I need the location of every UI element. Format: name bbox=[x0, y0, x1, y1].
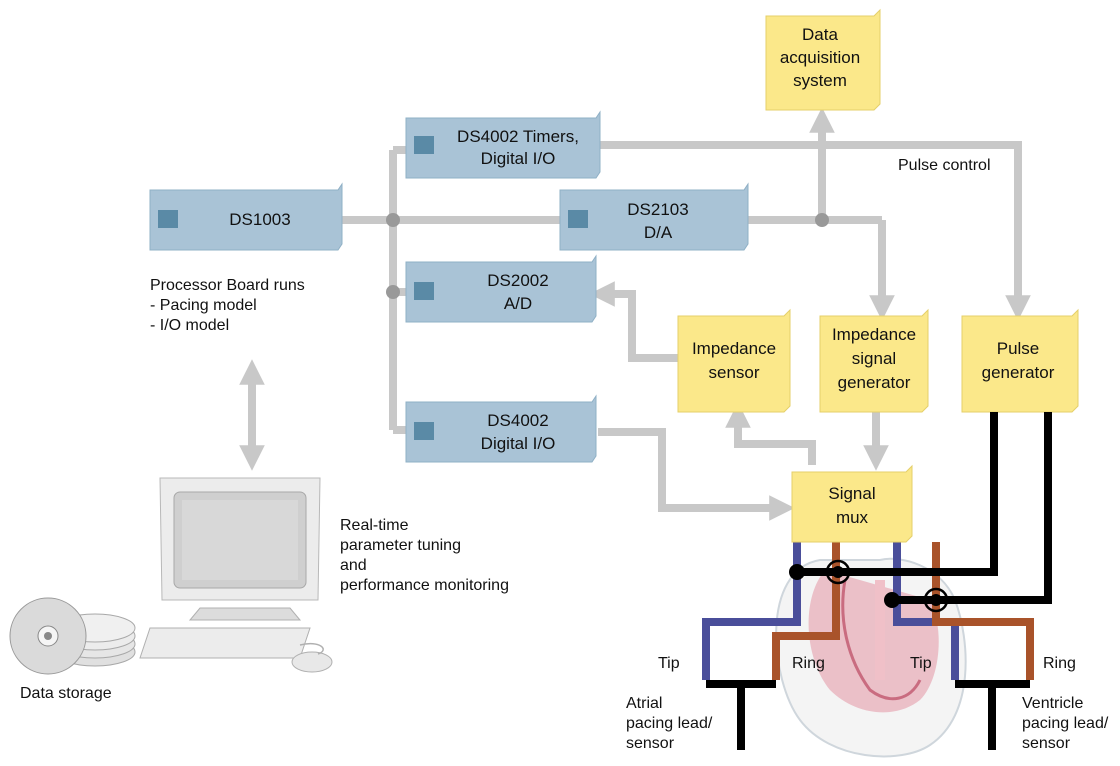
lead-crossover bbox=[923, 587, 949, 613]
keyboard-icon bbox=[139, 627, 311, 659]
board-ds4002-timers: DS4002 Timers, Digital I/O bbox=[405, 110, 601, 179]
ring-left-label: Ring bbox=[792, 655, 825, 672]
ds1003-label: DS1003 bbox=[229, 210, 290, 229]
ds2002-label-2: A/D bbox=[504, 294, 532, 313]
pulse-control-label: Pulse control bbox=[898, 157, 991, 174]
ds2103-label-2: D/A bbox=[644, 223, 673, 242]
atrial-label-3: sensor bbox=[626, 735, 675, 752]
ventricle-label-2: pacing lead/ bbox=[1022, 715, 1109, 732]
svg-text:Pulse: Pulse bbox=[997, 339, 1040, 358]
ring-right-label: Ring bbox=[1043, 655, 1076, 672]
timers-label-1: DS4002 Timers, bbox=[457, 127, 579, 146]
box-impedance-sensor: Impedance sensor bbox=[677, 308, 791, 413]
svg-text:generator: generator bbox=[838, 373, 911, 392]
mouse-icon bbox=[291, 651, 333, 673]
processor-label-3: - I/O model bbox=[150, 317, 229, 334]
realtime-label-1: Real-time bbox=[340, 517, 409, 534]
svg-text:Data: Data bbox=[802, 25, 838, 44]
box-data-acquisition: Data acquisition system bbox=[765, 8, 881, 111]
realtime-label-3: and bbox=[340, 557, 367, 574]
board-ds2103: DS2103 D/A bbox=[559, 182, 749, 251]
box-impedance-generator: Impedance signal generator bbox=[819, 308, 929, 413]
ds2002-label-1: DS2002 bbox=[487, 271, 548, 290]
svg-text:Impedance: Impedance bbox=[832, 325, 916, 344]
realtime-label-2: parameter tuning bbox=[340, 537, 461, 554]
signal-lines bbox=[239, 107, 1031, 521]
svg-text:mux: mux bbox=[836, 508, 869, 527]
ventricle-label-3: sensor bbox=[1022, 735, 1071, 752]
svg-text:signal: signal bbox=[852, 349, 896, 368]
bus-junction bbox=[815, 213, 829, 227]
processor-label-2: - Pacing model bbox=[150, 297, 257, 314]
svg-text:acquisition: acquisition bbox=[780, 48, 860, 67]
svg-text:system: system bbox=[793, 71, 847, 90]
svg-text:Impedance: Impedance bbox=[692, 339, 776, 358]
bus-junction bbox=[386, 285, 400, 299]
bus-junction bbox=[386, 213, 400, 227]
tip-right-label: Tip bbox=[910, 655, 932, 672]
processor-label-1: Processor Board runs bbox=[150, 277, 305, 294]
heart-illustration bbox=[775, 557, 967, 758]
box-signal-mux: Signal mux bbox=[791, 464, 913, 543]
svg-text:sensor: sensor bbox=[708, 363, 759, 382]
timers-label-2: Digital I/O bbox=[481, 149, 556, 168]
ds4002-dio-label-2: Digital I/O bbox=[481, 434, 556, 453]
box-pulse-generator: Pulse generator bbox=[961, 308, 1079, 413]
lead-wires bbox=[702, 412, 1052, 750]
board-ds1003: DS1003 bbox=[149, 182, 343, 251]
svg-text:Signal: Signal bbox=[828, 484, 875, 503]
data-storage-label: Data storage bbox=[20, 685, 112, 702]
board-ds2002: DS2002 A/D bbox=[405, 254, 597, 323]
ds4002-dio-label-1: DS4002 bbox=[487, 411, 548, 430]
board-ds4002-dio: DS4002 Digital I/O bbox=[405, 394, 597, 463]
cd-stack-icon bbox=[9, 597, 136, 675]
ds2103-label-1: DS2103 bbox=[627, 200, 688, 219]
atrial-label-2: pacing lead/ bbox=[626, 715, 713, 732]
svg-text:generator: generator bbox=[982, 363, 1055, 382]
tip-left-label: Tip bbox=[658, 655, 680, 672]
ventricle-label-1: Ventricle bbox=[1022, 695, 1083, 712]
lead-junction bbox=[884, 592, 900, 608]
realtime-label-4: performance monitoring bbox=[340, 577, 509, 594]
lead-crossover bbox=[825, 559, 851, 585]
computer-illustration bbox=[139, 477, 333, 673]
lead-junction bbox=[789, 564, 805, 580]
atrial-label-1: Atrial bbox=[626, 695, 662, 712]
